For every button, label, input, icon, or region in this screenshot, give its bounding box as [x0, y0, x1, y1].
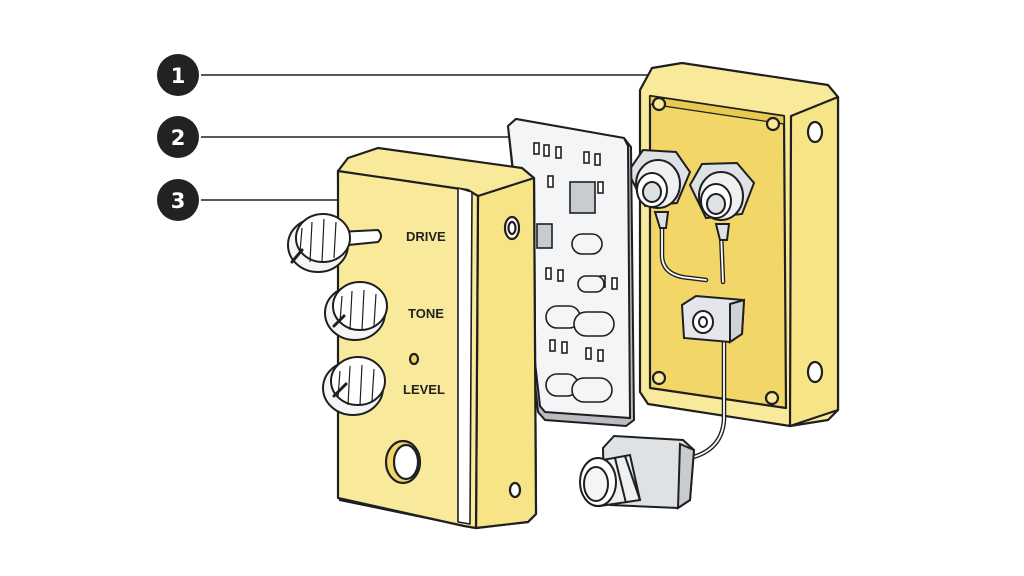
callout-2-badge	[157, 116, 199, 158]
drive-label: DRIVE	[406, 229, 446, 244]
level-knob	[322, 356, 386, 416]
callout-2: 2	[157, 116, 512, 158]
output-jack	[626, 148, 692, 229]
pcb-components	[533, 142, 618, 403]
dc-power-jack	[680, 294, 746, 344]
drive-knob	[287, 213, 382, 273]
callout-3-number: 3	[171, 189, 186, 213]
back-enclosure	[638, 61, 840, 428]
callout-3-badge	[157, 179, 199, 221]
tone-knob	[324, 281, 388, 341]
level-label: LEVEL	[403, 382, 445, 397]
front-enclosure	[336, 146, 538, 530]
footswitch	[579, 434, 696, 510]
callout-1: 1	[157, 54, 660, 96]
callout-1-number: 1	[171, 64, 186, 88]
input-jack	[688, 161, 756, 241]
callout-1-badge	[157, 54, 199, 96]
callout-3: 3	[157, 179, 340, 221]
tone-label: TONE	[408, 306, 444, 321]
callout-2-number: 2	[171, 126, 186, 150]
